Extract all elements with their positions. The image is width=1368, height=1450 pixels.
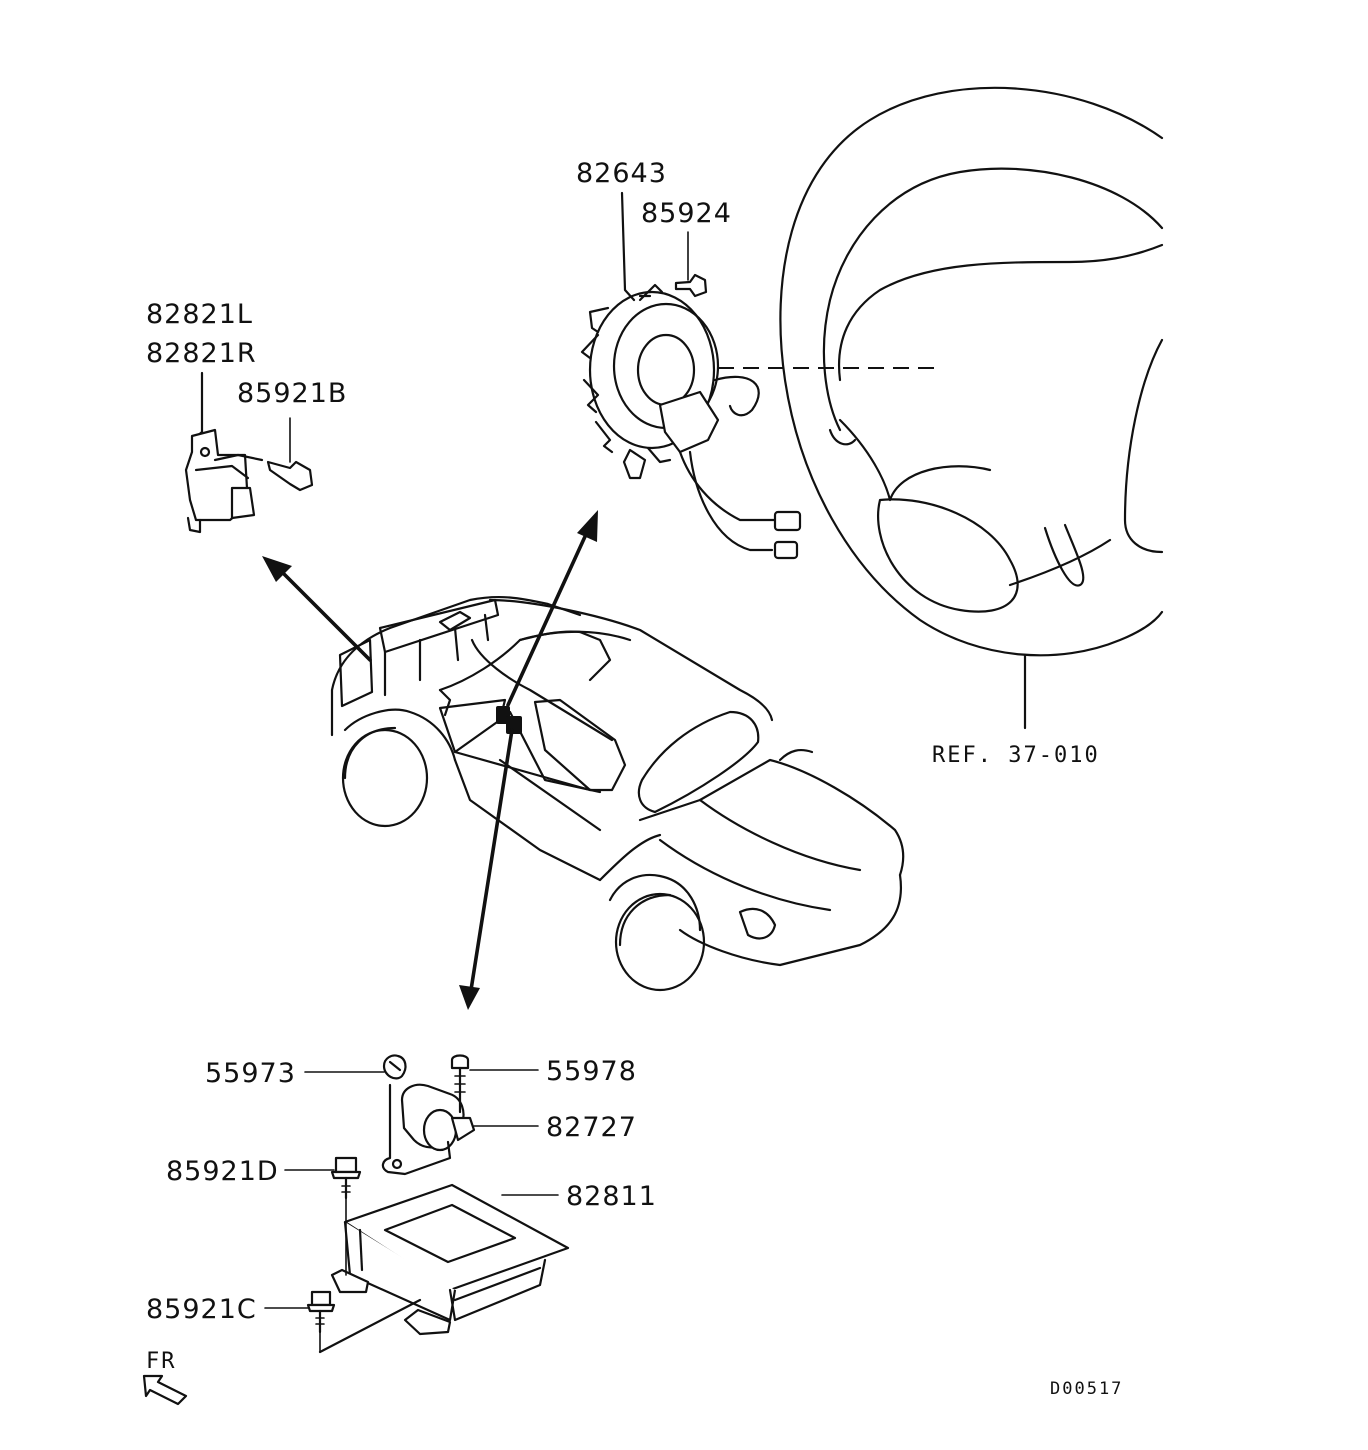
srs-control-unit [264, 1054, 570, 1354]
label-fr: FR [146, 1349, 177, 1374]
label-85921B: 85921B [237, 378, 347, 409]
label-82821L: 82821L [146, 299, 253, 330]
label-55973: 55973 [205, 1058, 296, 1089]
clock-spring [580, 191, 802, 560]
label-82821R: 82821R [146, 338, 257, 369]
location-arrows [262, 510, 598, 1010]
vehicle-outline [330, 595, 905, 992]
part-labels: 82643 85924 82821L 82821R 85921B REF. 37… [146, 158, 1123, 1399]
label-55978: 55978 [546, 1056, 637, 1087]
label-ref-37-010: REF. 37-010 [932, 743, 1100, 768]
label-82811: 82811 [566, 1181, 657, 1212]
label-85921D: 85921D [166, 1156, 279, 1187]
label-82643: 82643 [576, 158, 667, 189]
label-85921C: 85921C [146, 1294, 257, 1325]
label-82727: 82727 [546, 1112, 637, 1143]
label-drawing-code: D00517 [1050, 1379, 1123, 1399]
steering-wheel [718, 86, 1164, 730]
label-85924: 85924 [641, 198, 732, 229]
front-direction-arrow [142, 1374, 188, 1406]
front-impact-sensor [184, 371, 314, 534]
